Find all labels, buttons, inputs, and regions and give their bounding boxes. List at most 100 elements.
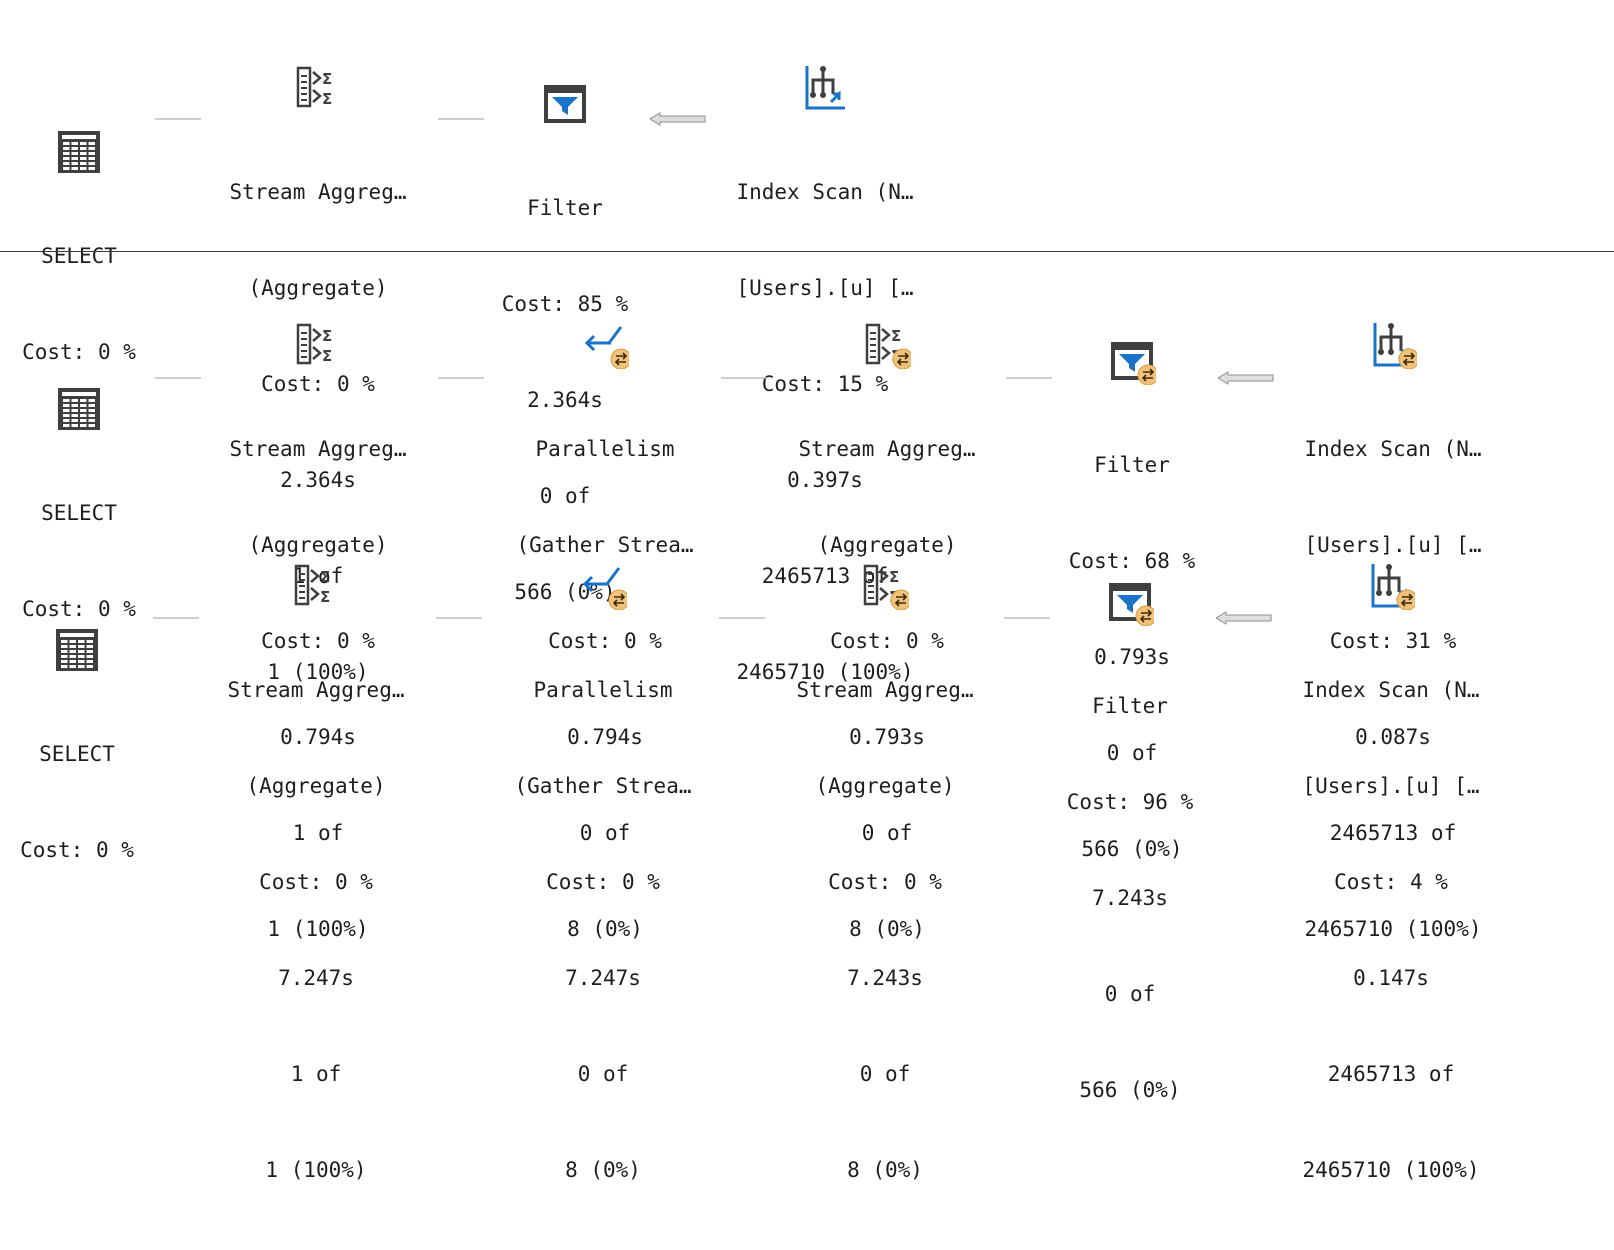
node-cost: Cost: 0 %	[548, 629, 662, 653]
filter-funnel-icon	[445, 80, 685, 128]
select-table-icon	[0, 385, 199, 433]
node-rows-actual: 0 of	[1104, 982, 1156, 1006]
node-cost: Cost: 4 %	[1334, 870, 1448, 894]
node-rows-estimated: 2465710 (100%)	[1302, 1158, 1480, 1182]
filter-parallel-icon	[1010, 578, 1250, 626]
node-subtitle: (Aggregate)	[815, 774, 955, 798]
svg-text:Σ: Σ	[322, 70, 332, 88]
svg-text:Σ: Σ	[322, 90, 332, 108]
plan3-arrow-5	[1216, 611, 1272, 625]
node-cost: Cost: 0 %	[546, 870, 660, 894]
node-subtitle: (Gather Strea…	[516, 533, 694, 557]
node-cost: Cost: 96 %	[1066, 790, 1194, 814]
node-rows-estimated: 1 (100%)	[265, 1158, 367, 1182]
node-cost: Cost: 0 %	[20, 838, 134, 862]
node-cost: Cost: 0 %	[828, 870, 942, 894]
node-name: Stream Aggreg…	[229, 180, 407, 204]
node-cost: Cost: 31 %	[1329, 629, 1457, 653]
node-subtitle: (Aggregate)	[246, 774, 386, 798]
node-subtitle: (Aggregate)	[248, 276, 388, 300]
stream-aggregate-parallel-icon: ΣΣ	[767, 321, 1007, 369]
node-rows-actual: 0 of	[859, 1062, 911, 1086]
plan1-arrow-3	[650, 112, 706, 126]
node-cost: Cost: 15 %	[761, 372, 889, 396]
node-rows-estimated: 8 (0%)	[847, 1158, 923, 1182]
node-name: Parallelism	[533, 678, 673, 702]
node-rows-estimated: 2465710 (100%)	[736, 660, 914, 684]
parallelism-gather-icon	[485, 321, 725, 369]
plan2-arrow-1	[155, 375, 201, 389]
node-cost: Cost: 85 %	[501, 292, 629, 316]
plan3-node-index-scan[interactable]: Index Scan (N… [Users].[u] [… Cost: 4 % …	[1271, 498, 1511, 1250]
node-rows-actual: 2465713 of	[1327, 1062, 1455, 1086]
node-name: Stream Aggreg…	[229, 437, 407, 461]
node-rows-actual: 0 of	[1106, 741, 1158, 765]
node-object: [Users].[u] […	[1302, 774, 1480, 798]
node-cost: Cost: 0 %	[259, 870, 373, 894]
plan1-arrow-1	[155, 116, 201, 130]
node-time: 7.243s	[1092, 886, 1168, 910]
select-table-icon	[0, 626, 197, 674]
node-name: Filter	[527, 196, 603, 220]
node-cost: Cost: 0 %	[830, 629, 944, 653]
plan-separator	[0, 251, 1614, 252]
plan3-arrow-3	[719, 615, 765, 629]
parallelism-gather-icon	[483, 562, 723, 610]
node-object: [Users].[u] […	[736, 276, 914, 300]
plan1-arrow-2	[438, 116, 484, 130]
node-subtitle: (Gather Strea…	[514, 774, 692, 798]
node-name: Stream Aggreg…	[796, 678, 974, 702]
plan1-node-index-scan[interactable]: Index Scan (N… [Users].[u] [… Cost: 15 %…	[705, 0, 945, 752]
svg-text:Σ: Σ	[889, 568, 899, 586]
node-name: Index Scan (N…	[1304, 437, 1482, 461]
svg-text:Σ: Σ	[322, 347, 332, 365]
svg-text:Σ: Σ	[891, 327, 901, 345]
node-name: Parallelism	[535, 437, 675, 461]
node-subtitle: (Aggregate)	[817, 533, 957, 557]
node-rows-actual: 1 of	[290, 1062, 342, 1086]
plan1-node-filter[interactable]: Filter Cost: 85 % 2.364s 0 of 566 (0%)	[445, 16, 685, 672]
node-name: Filter	[1094, 453, 1170, 477]
svg-text:Σ: Σ	[320, 588, 330, 606]
node-time: 7.247s	[278, 966, 354, 990]
plan3-node-stream-aggregate-parallel[interactable]: ΣΣ Stream Aggreg… (Aggregate) Cost: 0 % …	[765, 498, 1005, 1250]
node-time: 0.397s	[787, 468, 863, 492]
plan2-arrow-4	[1006, 375, 1052, 389]
node-cost: Cost: 0 %	[261, 629, 375, 653]
node-time: 2.364s	[527, 388, 603, 412]
plan3-node-filter[interactable]: Filter Cost: 96 % 7.243s 0 of 566 (0%)	[1010, 514, 1250, 1170]
node-time: 0.793s	[849, 725, 925, 749]
node-rows-estimated: 1 (100%)	[267, 660, 369, 684]
node-name: Index Scan (N…	[1302, 678, 1480, 702]
node-rows-actual: 2465713 of	[761, 564, 889, 588]
node-name: Stream Aggreg…	[227, 678, 405, 702]
node-time: 0.793s	[1094, 645, 1170, 669]
node-name: SELECT	[39, 742, 115, 766]
node-name: SELECT	[41, 244, 117, 268]
plan3-node-parallelism[interactable]: Parallelism (Gather Strea… Cost: 0 % 7.2…	[483, 498, 723, 1250]
node-name: SELECT	[41, 501, 117, 525]
plan2-node-select[interactable]: SELECT Cost: 0 %	[0, 321, 199, 689]
node-rows-estimated: 8 (0%)	[565, 1158, 641, 1182]
node-time: 0.087s	[1355, 725, 1431, 749]
node-object: [Users].[u] […	[1304, 533, 1482, 557]
node-rows-actual: 0 of	[539, 484, 591, 508]
node-time: 0.147s	[1353, 966, 1429, 990]
node-name: Stream Aggreg…	[798, 437, 976, 461]
plan2-arrow-3	[721, 375, 767, 389]
index-scan-parallel-icon	[1273, 321, 1513, 369]
plan1-node-select[interactable]: SELECT Cost: 0 %	[0, 64, 199, 432]
node-cost: Cost: 0 %	[22, 340, 136, 364]
node-rows-actual: 0 of	[577, 1062, 629, 1086]
stream-aggregate-parallel-icon: ΣΣ	[765, 562, 1005, 610]
filter-parallel-icon	[1012, 337, 1252, 385]
node-cost: Cost: 0 %	[261, 372, 375, 396]
